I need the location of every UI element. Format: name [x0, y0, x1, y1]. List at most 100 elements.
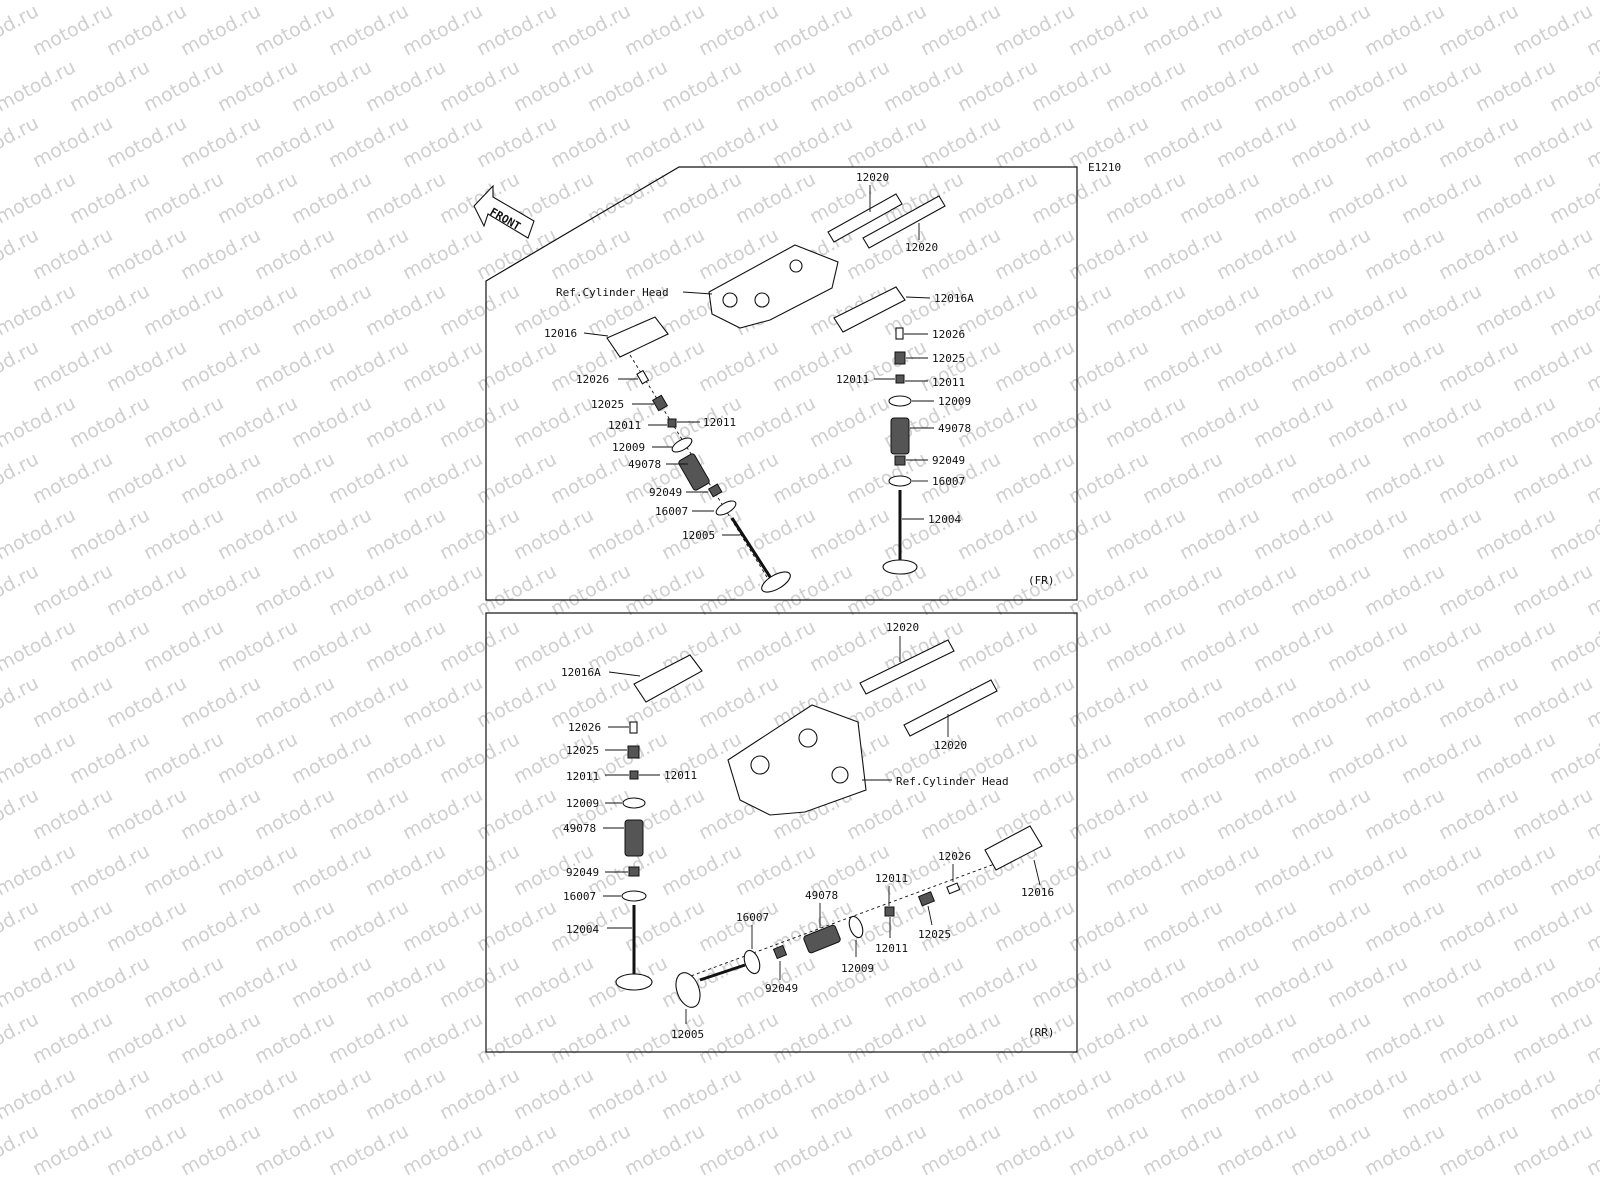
rear-retainer-left-shape — [622, 797, 646, 809]
rear-locknut-right-leader — [927, 905, 933, 926]
watermark-text: motod.ru — [103, 0, 190, 60]
rear-rocker-right-shape — [984, 825, 1043, 871]
watermark-text: motod.ru — [547, 784, 634, 844]
watermark-text: motod.ru — [66, 56, 153, 116]
watermark-text: motod.ru — [288, 616, 375, 676]
watermark-text: motod.ru — [1176, 168, 1263, 228]
figure-code: E1210 — [1088, 161, 1121, 174]
watermark-text: motod.ru — [510, 952, 597, 1012]
watermark-text: motod.ru — [769, 0, 856, 60]
watermark-text: motod.ru — [991, 336, 1078, 396]
watermark-text: motod.ru — [1324, 56, 1411, 116]
watermark-text: motod.ru — [1176, 616, 1263, 676]
watermark-text: motod.ru — [1361, 224, 1448, 284]
watermark-text: motod.ru — [473, 224, 560, 284]
watermark-text: motod.ru — [1287, 672, 1374, 732]
watermark-text: motod.ru — [917, 560, 1004, 620]
watermark-text: motod.ru — [1176, 728, 1263, 788]
watermark-text: motod.ru — [1361, 896, 1448, 956]
front-cylinder-head: Ref.Cylinder Head — [556, 244, 839, 329]
front-camshaft-upper-shape — [827, 193, 903, 243]
rear-label-seal-left: 92049 — [566, 866, 599, 879]
watermark-text: motod.ru — [177, 896, 264, 956]
watermark-text: motod.ru — [1250, 0, 1337, 4]
watermark-text: motod.ru — [1546, 840, 1600, 900]
watermark-text: motod.ru — [0, 1064, 79, 1124]
watermark-text: motod.ru — [1324, 616, 1411, 676]
watermark-text: motod.ru — [288, 840, 375, 900]
watermark-text: motod.ru — [1065, 784, 1152, 844]
front-rocker-right-shape — [833, 286, 906, 333]
watermark-text: motod.ru — [29, 560, 116, 620]
front-label-cotter-left-a: 12011 — [608, 419, 641, 432]
watermark-text: motod.ru — [658, 56, 745, 116]
watermark-text: motod.ru — [0, 728, 79, 788]
watermark-text: motod.ru — [1213, 224, 1300, 284]
watermark-text: motod.ru — [806, 0, 893, 4]
watermark-text: motod.ru — [0, 952, 79, 1012]
rear-seal-right-shape — [772, 944, 788, 960]
watermark-text: motod.ru — [1324, 504, 1411, 564]
rear-label-spring-right: 49078 — [805, 889, 838, 902]
watermark-text: motod.ru — [732, 616, 819, 676]
watermark-text: motod.ru — [1065, 224, 1152, 284]
watermark-text: motod.ru — [769, 448, 856, 508]
watermark-text: motod.ru — [1139, 112, 1226, 172]
watermark-text: motod.ru — [621, 224, 708, 284]
watermark-text: motod.ru — [1472, 392, 1559, 452]
watermark-text: motod.ru — [1287, 224, 1374, 284]
watermark-text: motod.ru — [325, 448, 412, 508]
watermark-text: motod.ru — [362, 280, 449, 340]
watermark-text: motod.ru — [991, 0, 1078, 60]
watermark-text: motod.ru — [621, 112, 708, 172]
rear-panel-frame — [485, 612, 1078, 1053]
rear-label-adjuster-right: 12026 — [938, 850, 971, 863]
front-cotter-right-shape — [895, 374, 905, 384]
watermark-text: motod.ru — [769, 336, 856, 396]
watermark-text: motod.ru — [621, 0, 708, 60]
rear-head-port-2 — [798, 728, 818, 748]
rear-rocker-left-shape — [633, 654, 703, 703]
front-label-locknut-left: 12025 — [591, 398, 624, 411]
front-locknut-left-shape — [651, 394, 669, 412]
watermark-text: motod.ru — [1139, 560, 1226, 620]
watermark-text: motod.ru — [1250, 952, 1337, 1012]
watermark-text: motod.ru — [1176, 952, 1263, 1012]
watermark-text: motod.ru — [1509, 560, 1596, 620]
watermark-text: motod.ru — [214, 392, 301, 452]
watermark-text: motod.ru — [214, 168, 301, 228]
watermark-text: motod.ru — [954, 0, 1041, 4]
watermark-text: motod.ru — [1398, 56, 1485, 116]
watermark-text: motod.ru — [288, 728, 375, 788]
watermark-text: motod.ru — [29, 1120, 116, 1180]
watermark-text: motod.ru — [1546, 1064, 1600, 1124]
watermark-text: motod.ru — [1028, 56, 1115, 116]
watermark-text: motod.ru — [1546, 168, 1600, 228]
front-valve-left-stem — [730, 517, 774, 581]
watermark-text: motod.ru — [1139, 784, 1226, 844]
watermark-text: motod.ru — [251, 1008, 338, 1068]
watermark-text: motod.ru — [29, 448, 116, 508]
watermark-text: motod.ru — [806, 616, 893, 676]
watermark-text: motod.ru — [1324, 728, 1411, 788]
watermark-text: motod.ru — [547, 448, 634, 508]
watermark-text: motod.ru — [584, 56, 671, 116]
watermark-text: motod.ru — [251, 336, 338, 396]
watermark-text: motod.ru — [1472, 504, 1559, 564]
rear-cylinder-head: Ref.Cylinder Head — [727, 704, 1009, 816]
watermark-text: motod.ru — [1361, 448, 1448, 508]
rear-label-cotter-left-a: 12011 — [566, 770, 599, 783]
watermark-text: motod.ru — [325, 896, 412, 956]
rear-label-adjuster-left: 12026 — [568, 721, 601, 734]
front-valve-left-head — [761, 571, 791, 593]
watermark-text: motod.ru — [954, 616, 1041, 676]
watermark-text: motod.ru — [954, 168, 1041, 228]
watermark-text: motod.ru — [1287, 112, 1374, 172]
watermark-text: motod.ru — [29, 112, 116, 172]
watermark-text: motod.ru — [399, 784, 486, 844]
watermark-text: motod.ru — [547, 1008, 634, 1068]
watermark-text: motod.ru — [66, 0, 153, 4]
watermark-text: motod.ru — [1139, 672, 1226, 732]
watermark-text: motod.ru — [1509, 0, 1596, 60]
watermark-text: motod.ru — [880, 952, 967, 1012]
